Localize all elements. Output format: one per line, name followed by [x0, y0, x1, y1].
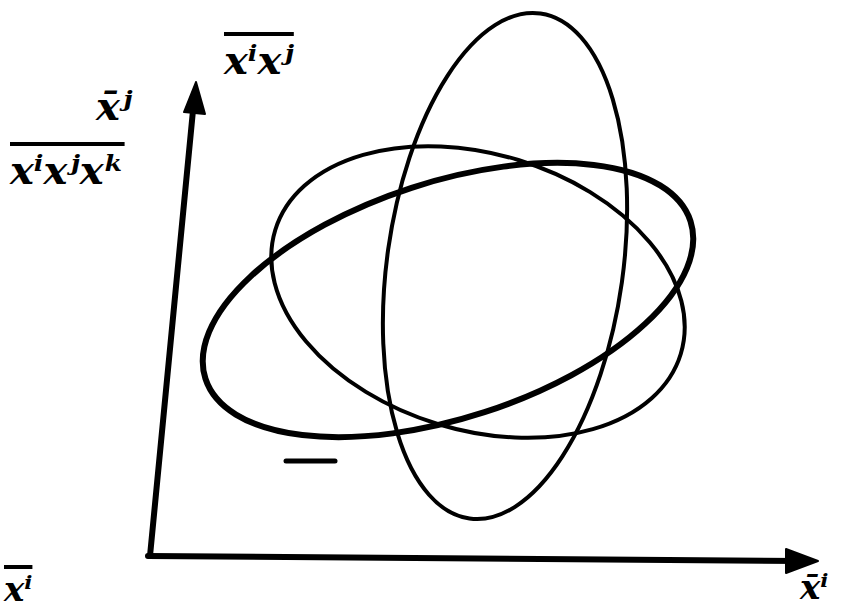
axis-label: xⁱ [4, 572, 32, 606]
axis-label: xⁱxʲxᵏ [10, 150, 125, 190]
y-axis [150, 100, 194, 556]
axis-label: xⁱxʲ [224, 40, 294, 80]
orbit-ellipse [169, 109, 727, 491]
orbit-ellipse [235, 98, 721, 486]
axis-label: x̄ⁱ [800, 570, 828, 604]
stroke-mark [286, 459, 335, 464]
y-arrowhead [184, 82, 205, 114]
axis-label: x̄ʲ [96, 86, 132, 126]
x-axis [148, 556, 800, 561]
orbit-ellipse [353, 0, 658, 535]
